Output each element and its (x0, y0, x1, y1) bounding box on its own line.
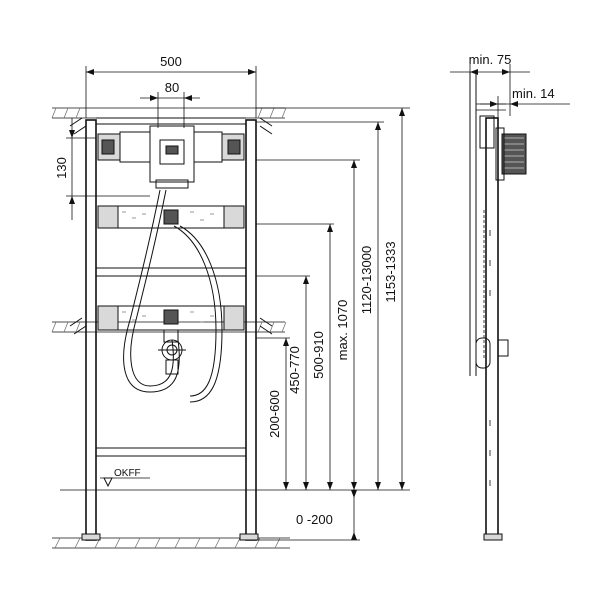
dimension-500: 500 (85, 54, 257, 118)
dimension-450-770-label: 450-770 (287, 346, 302, 394)
dimension-500-910-label: 500-910 (311, 331, 326, 379)
dimension-200-600-label: 200-600 (267, 390, 282, 438)
dimension-floor: 0 -200 (256, 490, 360, 541)
vertical-dimensions: 200-600 450-770 500-910 max. 1070 1120-1… (60, 107, 410, 491)
okff-label: OKFF (114, 468, 141, 479)
lower-mounting-plate (97, 305, 245, 331)
dimension-min-75-label: min. 75 (469, 52, 512, 67)
dimension-min-14: min. 14 (480, 86, 570, 118)
dimension-min-14-label: min. 14 (512, 86, 555, 101)
dimension-80-label: 80 (165, 80, 179, 95)
valve-block (97, 125, 245, 189)
dimension-floor-label: 0 -200 (296, 512, 333, 527)
dimension-1120-13000-label: 1120-13000 (359, 246, 374, 314)
dimension-130-label: 130 (54, 157, 69, 179)
outlet-fitting (158, 329, 186, 375)
side-view (469, 72, 527, 541)
dimension-500-label: 500 (160, 54, 182, 69)
dimension-80: 80 (140, 80, 200, 128)
top-wall-hatch (51, 107, 287, 119)
dimension-min-75: min. 75 (450, 52, 530, 116)
dimension-1153-1333-label: 1153-1333 (383, 241, 398, 302)
upper-mounting-plate (97, 205, 245, 229)
dimension-130: 130 (54, 118, 150, 220)
frame-front (69, 117, 273, 541)
dimension-max-1070-label: max. 1070 (335, 300, 350, 361)
flexible-hose (123, 189, 223, 403)
okff-marker: OKFF (100, 468, 150, 488)
